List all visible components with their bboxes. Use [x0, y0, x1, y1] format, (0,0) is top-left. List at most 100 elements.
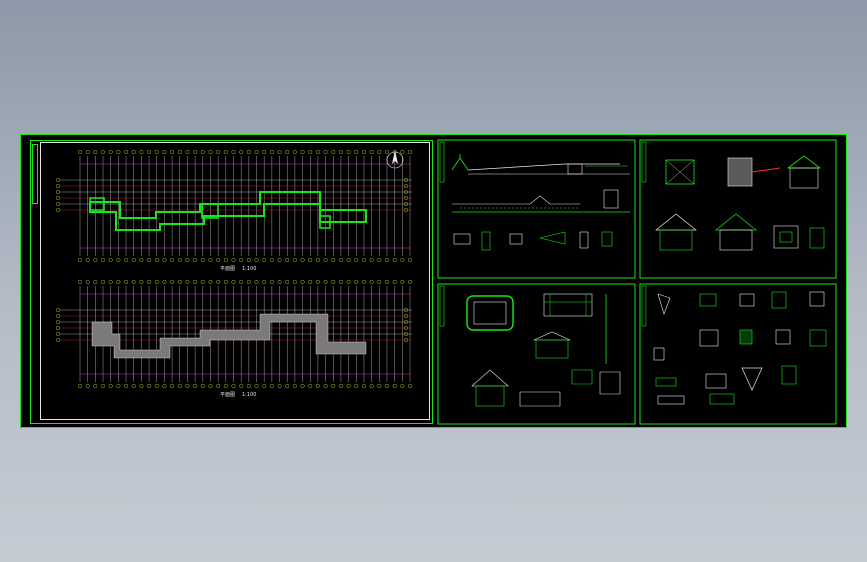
grid-bubble: [404, 331, 409, 336]
grid-bubble: [323, 257, 328, 262]
elevation-panel: [437, 139, 636, 279]
grid-bubble: [185, 150, 190, 155]
grid-bubble: [408, 150, 413, 155]
grid-bubble: [162, 257, 167, 262]
grid-bubble: [162, 150, 167, 155]
grid-bubble: [369, 279, 374, 284]
grid-bubble: [239, 279, 244, 284]
grid-bubble: [346, 150, 351, 155]
grid-bubble: [277, 257, 282, 262]
pavilion-outline: [89, 197, 105, 211]
grid-bubble: [193, 150, 198, 155]
grid-bubble: [285, 150, 290, 155]
pavilion-section-title-strip: [439, 285, 445, 327]
grid-bubble: [108, 257, 113, 262]
grid-bubble: [262, 150, 267, 155]
grid-bubble: [400, 279, 405, 284]
plan-drawing[interactable]: 平面图 1:100 平面图 1:100: [20, 134, 847, 428]
grid-bubble: [78, 383, 83, 388]
grid-bubble: [85, 257, 90, 262]
grid-bubble: [56, 307, 61, 312]
grid-bubble: [404, 201, 409, 206]
grid-bubble: [277, 150, 282, 155]
plan-panel-title-strip: [32, 144, 38, 204]
grid-bubble: [346, 257, 351, 262]
pavilion-elevation-title-strip: [641, 141, 647, 183]
grid-bubble: [404, 190, 409, 195]
grid-bubble: [56, 196, 61, 201]
grid-bubble: [101, 279, 106, 284]
grid-bubble: [223, 257, 228, 262]
grid-bubble: [56, 178, 61, 183]
grid-bubble: [254, 150, 259, 155]
grid-bubble: [185, 257, 190, 262]
grid-bubble: [101, 150, 106, 155]
elevation-details: [453, 189, 619, 251]
drawing-sheet[interactable]: 平面图 1:100 平面图 1:100: [20, 134, 847, 428]
grid-bubble: [239, 257, 244, 262]
grid-bubble: [262, 383, 267, 388]
grid-bubble: [285, 279, 290, 284]
grid-bubble: [384, 150, 389, 155]
grid-bubble: [124, 383, 129, 388]
grid-bubble: [292, 150, 297, 155]
grid-bubble: [154, 257, 159, 262]
grid-bubble: [361, 383, 366, 388]
grid-bubble: [170, 257, 175, 262]
grid-bubble: [154, 383, 159, 388]
grid-bubble: [354, 150, 359, 155]
grid-bubble: [147, 150, 152, 155]
grid-bubble: [124, 150, 129, 155]
grid-bubble: [56, 325, 61, 330]
grid-bubble: [285, 383, 290, 388]
grid-bubble: [392, 279, 397, 284]
grid-bubble: [377, 279, 382, 284]
grid-bubble: [400, 257, 405, 262]
grid-bubble: [331, 279, 336, 284]
grid-bubble: [369, 257, 374, 262]
grid-bubble: [56, 331, 61, 336]
plan-top-title: 平面图: [220, 266, 235, 272]
grid-bubble: [177, 150, 182, 155]
grid-bubble: [162, 383, 167, 388]
grid-bubble: [384, 279, 389, 284]
grid-bubble: [200, 257, 205, 262]
grid-bubble: [369, 383, 374, 388]
grid-bubble: [315, 383, 320, 388]
grid-bubble: [269, 279, 274, 284]
grid-bubble: [231, 383, 236, 388]
grid-bubble: [170, 150, 175, 155]
grid-bubble: [208, 150, 213, 155]
grid-bubble: [85, 150, 90, 155]
grid-bubble: [300, 150, 305, 155]
grid-bubble: [139, 150, 144, 155]
grid-bubble: [93, 150, 98, 155]
grid-bubble: [285, 257, 290, 262]
grid-bubble: [93, 383, 98, 388]
pavilion-outline: [201, 203, 219, 219]
grid-bubble: [269, 257, 274, 262]
grid-bubble: [193, 383, 198, 388]
plan-top-corridor: [89, 191, 367, 231]
grid-bubble: [315, 257, 320, 262]
grid-bubble: [404, 196, 409, 201]
grid-bubble: [292, 257, 297, 262]
grid-bubble: [246, 279, 251, 284]
grid-bubble: [308, 383, 313, 388]
grid-bubble: [338, 279, 343, 284]
grid-bubble: [223, 279, 228, 284]
grid-bubble: [108, 279, 113, 284]
grid-bubble: [361, 257, 366, 262]
grid-bubble: [177, 383, 182, 388]
grid-bubble: [404, 337, 409, 342]
grid-bubble: [308, 150, 313, 155]
pavilion-section-panel-frame: [437, 283, 636, 425]
grid-bubble: [162, 279, 167, 284]
grid-bubble: [177, 279, 182, 284]
elevation-panel-title-strip: [439, 141, 445, 183]
grid-bubble: [292, 383, 297, 388]
pavilion-outline: [319, 215, 331, 229]
grid-bubble: [384, 257, 389, 262]
grid-bubble: [246, 257, 251, 262]
